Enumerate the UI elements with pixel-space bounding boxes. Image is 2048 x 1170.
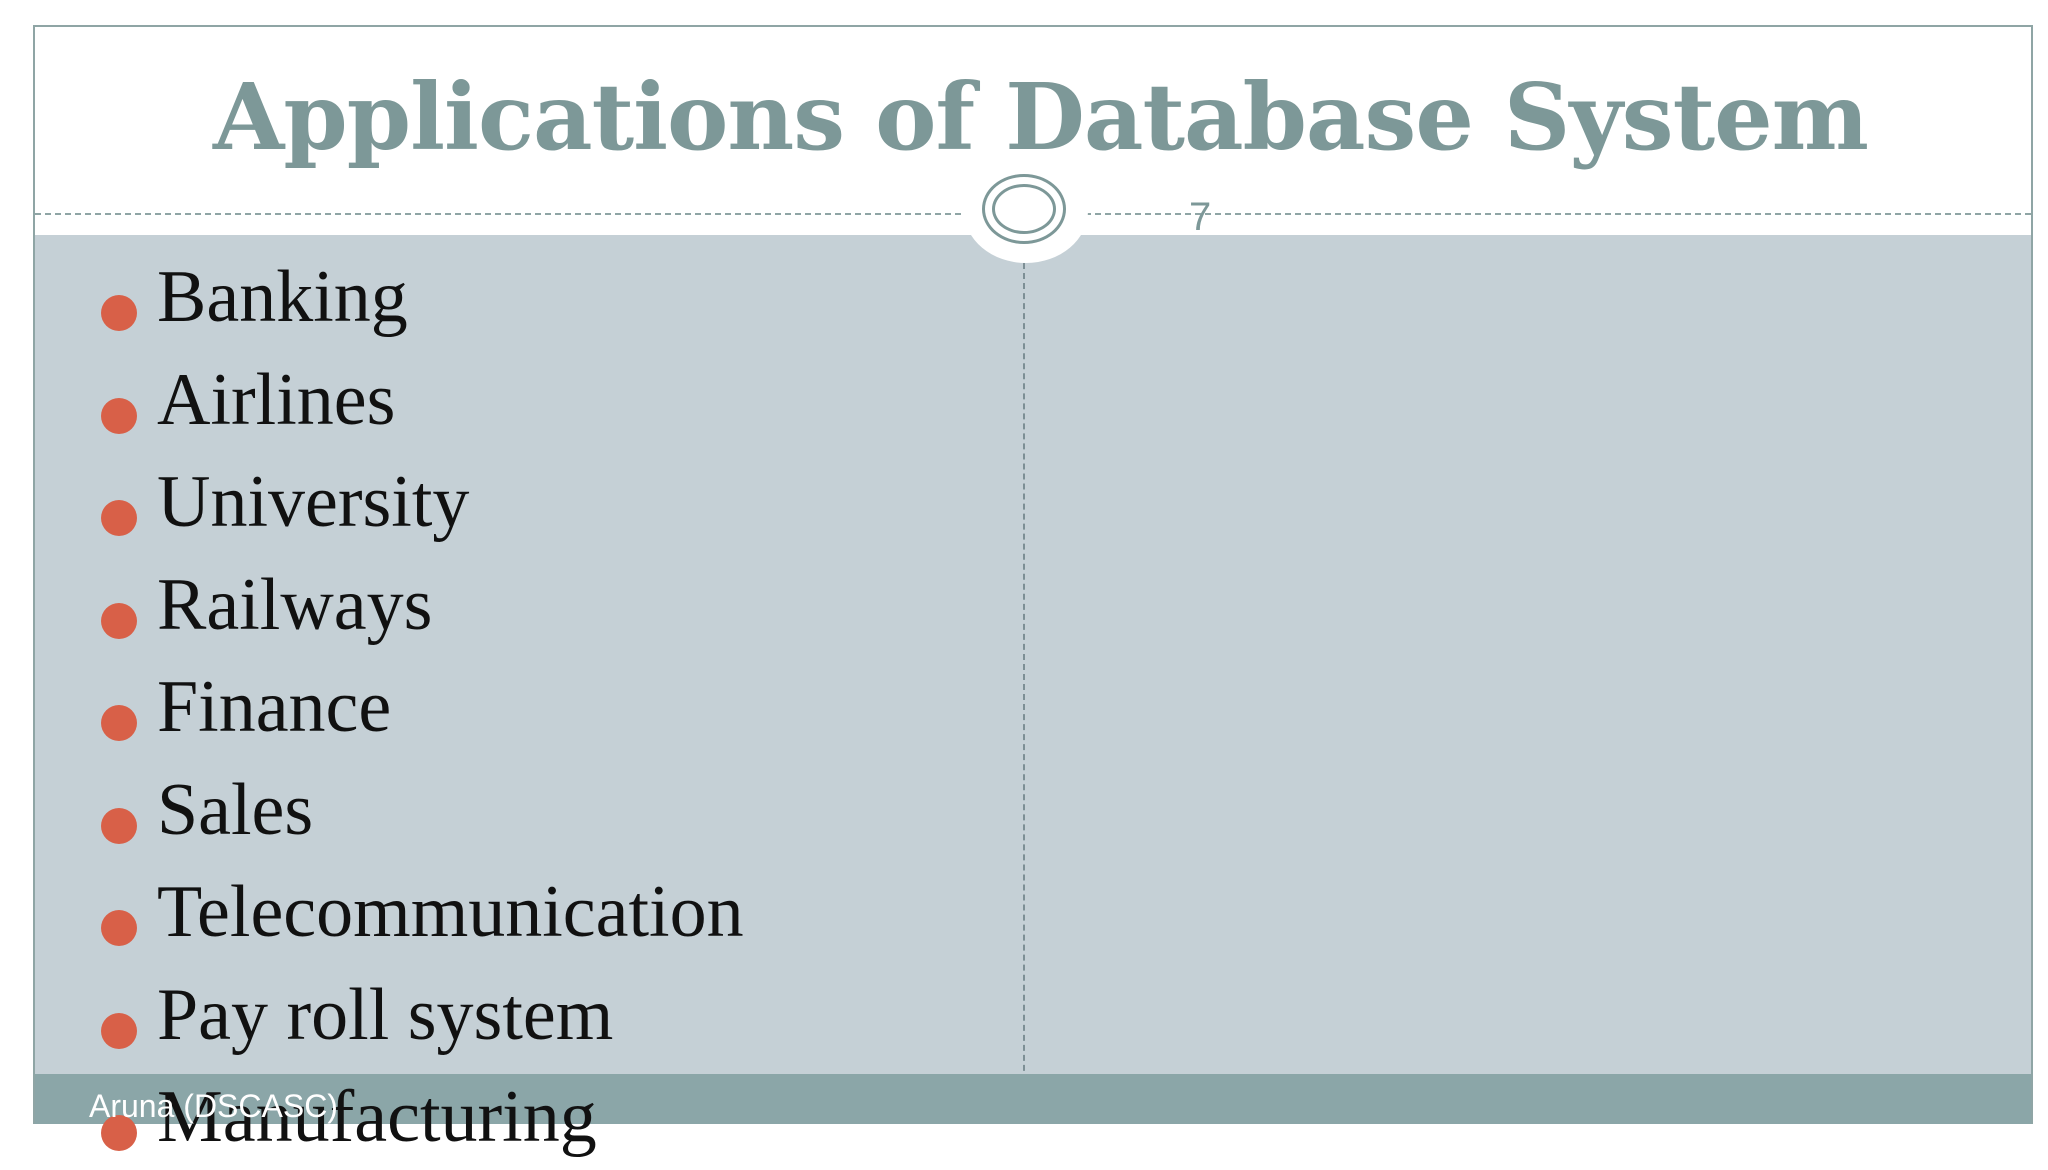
slide-title: Applications of Database System — [213, 63, 1869, 171]
footer-band — [35, 1074, 2031, 1124]
content-panel — [35, 235, 2031, 1100]
ornament-outer-ring — [982, 174, 1066, 244]
bullet-icon — [101, 295, 137, 331]
bullet-icon — [101, 705, 137, 741]
list-item-text: Banking — [157, 256, 408, 338]
bullet-icon — [101, 807, 137, 844]
bullet-icon — [101, 910, 137, 946]
list-item-text: University — [157, 461, 470, 543]
list-item-text: Manufacturing — [157, 1076, 597, 1158]
list-item-text: Pay roll system — [157, 973, 614, 1056]
ornament-inner-ring — [992, 184, 1056, 234]
bullet-icon — [101, 397, 137, 434]
list-item-text: Finance — [157, 666, 392, 748]
list-item-text: Sales — [157, 768, 314, 851]
circle-ornament-icon — [964, 159, 1088, 263]
slide: Applications of Database System 7 Bankin… — [33, 25, 2033, 1158]
bullet-icon — [101, 602, 137, 639]
slide-number: 7 — [1189, 195, 1212, 239]
footer-author: Aruna (DSCASC) — [89, 1088, 338, 1124]
bullet-icon — [101, 500, 137, 536]
list-item-text: Airlines — [157, 358, 396, 441]
list-item-text: Telecommunication — [157, 871, 744, 953]
bullet-icon — [101, 1115, 137, 1151]
list-item-text: Railways — [157, 563, 433, 646]
bullet-icon — [101, 1012, 137, 1049]
column-divider — [1023, 263, 1025, 1101]
